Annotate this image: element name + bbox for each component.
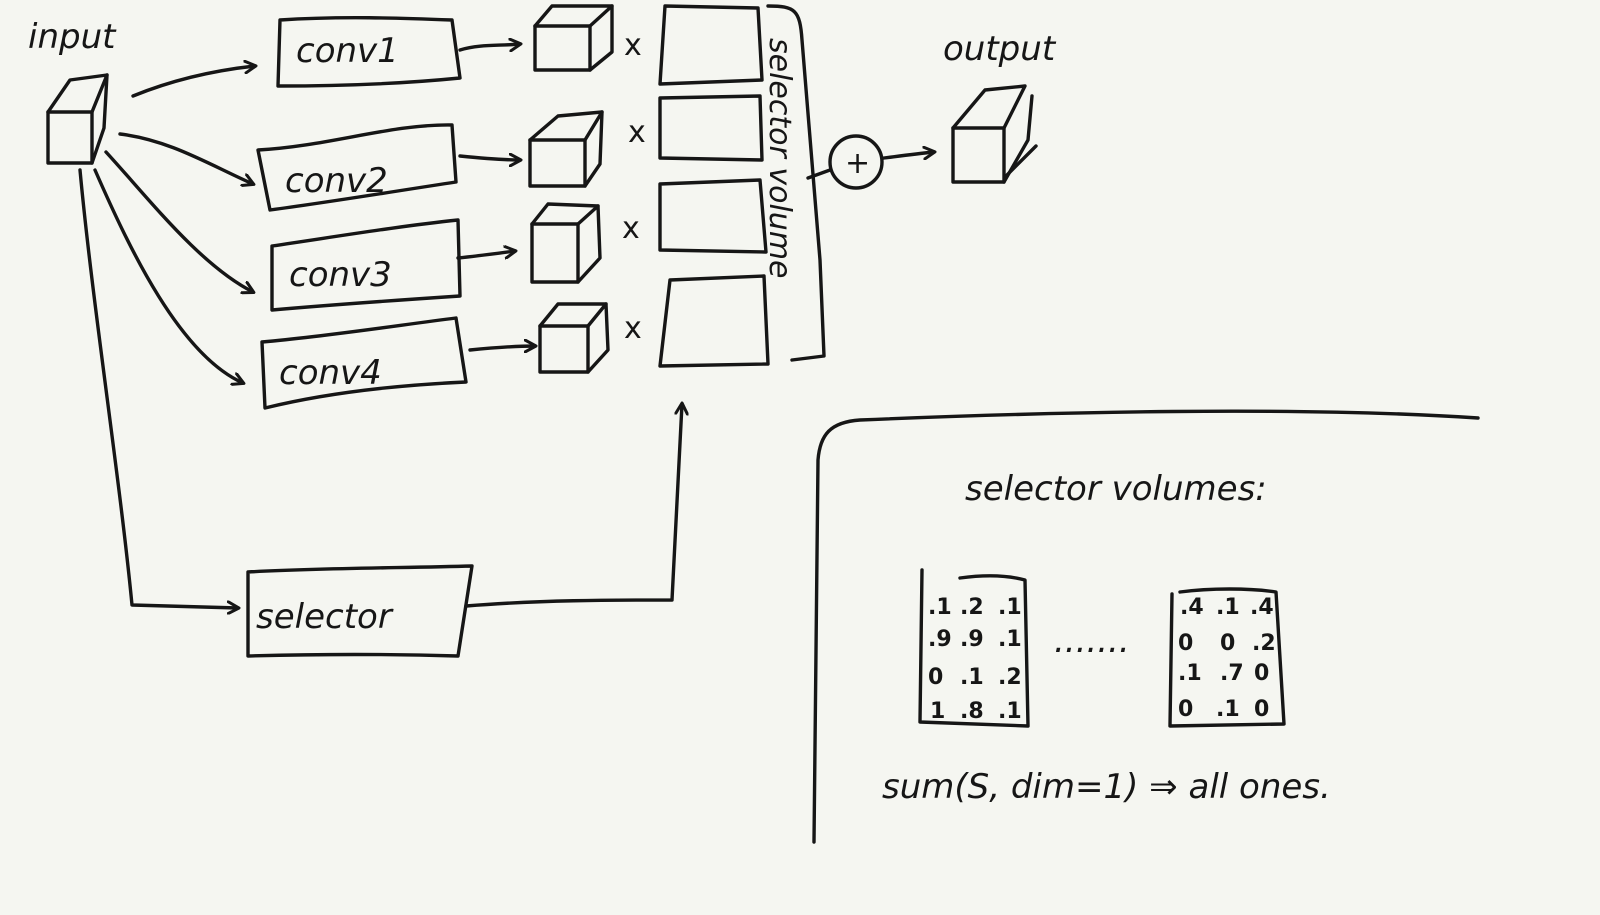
matrix-1-cell: .9 xyxy=(928,627,952,652)
matrix-2-cell: 0 xyxy=(1178,631,1193,656)
selector-volume-bracket xyxy=(766,4,826,362)
matrix-1-cell: 1 xyxy=(930,699,945,724)
cube1-icon xyxy=(533,4,614,72)
ellipsis: ....... xyxy=(1054,621,1130,661)
arrow-selector-volume xyxy=(464,404,682,608)
multiply-sign-3: x xyxy=(622,211,640,246)
matrix-2: .4 .1 .4 0 0 .2 .1 .7 0 0 .1 0 xyxy=(1168,587,1286,728)
matrix-1-cell: .1 xyxy=(960,665,984,690)
arrow-conv2-cube xyxy=(458,156,520,160)
sum-node: + xyxy=(828,134,884,190)
matrix-2-cell: .1 xyxy=(1216,595,1240,620)
matrix-2-cell: .1 xyxy=(1216,697,1240,722)
matrix-2-cell: 0 xyxy=(1220,631,1235,656)
matrix-2-cell: 0 xyxy=(1254,661,1269,686)
matrix-1-cell: .1 xyxy=(998,627,1022,652)
conv2-block: conv2 xyxy=(256,123,458,212)
conv2-label: conv2 xyxy=(285,161,388,201)
cube2-icon xyxy=(528,110,604,188)
arrow-plus-output xyxy=(882,152,934,158)
matrix-1-cell: .1 xyxy=(998,699,1022,724)
notes-title: selector volumes: xyxy=(965,469,1267,509)
matrix-1-cell: 0 xyxy=(928,665,943,690)
arrow-conv4-cube xyxy=(468,346,535,350)
input-cube-icon xyxy=(46,73,109,165)
arrow-input-selector xyxy=(78,168,238,608)
matrix-2-cell: .4 xyxy=(1180,595,1204,620)
selector-volume-label: selector volume xyxy=(762,38,797,279)
conv4-label: conv4 xyxy=(279,353,382,393)
output-cube-icon xyxy=(951,84,1038,184)
input-label: input xyxy=(28,17,117,57)
plus-sign: + xyxy=(845,146,870,181)
cube3-icon xyxy=(530,202,602,284)
sum-equation: sum(S, dim=1) ⇒ all ones. xyxy=(882,767,1331,807)
matrix-2-cell: .7 xyxy=(1220,661,1244,686)
matrix-1-cell: .8 xyxy=(960,699,984,724)
multiply-sign-4: x xyxy=(624,311,642,346)
arrow-input-conv1 xyxy=(131,66,255,98)
arrow-bracket-plus xyxy=(806,168,832,180)
notes-panel-border xyxy=(812,409,1480,844)
selector-label: selector xyxy=(256,597,394,637)
matrix-2-cell: .1 xyxy=(1178,661,1202,686)
conv3-block: conv3 xyxy=(270,218,462,312)
matrix-1-cell: .2 xyxy=(960,595,984,620)
arrow-input-conv3 xyxy=(104,150,253,292)
multiply-sign-1: x xyxy=(624,28,642,63)
conv1-label: conv1 xyxy=(296,31,399,71)
matrix-1-cell: .2 xyxy=(998,665,1022,690)
multiply-sign-2: x xyxy=(628,115,646,150)
matrix-2-cell: .4 xyxy=(1250,595,1274,620)
output-label: output xyxy=(943,29,1057,69)
cube4-icon xyxy=(538,302,610,374)
matrix-1-cell: .1 xyxy=(928,595,952,620)
arrow-input-conv4 xyxy=(93,168,243,383)
conv4-block: conv4 xyxy=(260,316,468,410)
matrix-2-cell: 0 xyxy=(1254,697,1269,722)
selector-volume-slices xyxy=(658,4,770,368)
arrow-conv1-cube xyxy=(458,44,520,50)
arrow-input-conv2 xyxy=(118,132,253,184)
arrow-conv3-cube xyxy=(456,251,515,260)
matrix-2-cell: 0 xyxy=(1178,697,1193,722)
matrix-2-cell: .2 xyxy=(1252,631,1276,656)
conv3-label: conv3 xyxy=(289,255,392,295)
matrix-1-cell: .1 xyxy=(998,595,1022,620)
matrix-1: .1 .2 .1 .9 .9 .1 0 .1 .2 1 .8 .1 xyxy=(918,568,1030,728)
matrix-1-cell: .9 xyxy=(960,627,984,652)
conv1-block: conv1 xyxy=(276,15,462,88)
selector-block: selector xyxy=(246,564,474,658)
